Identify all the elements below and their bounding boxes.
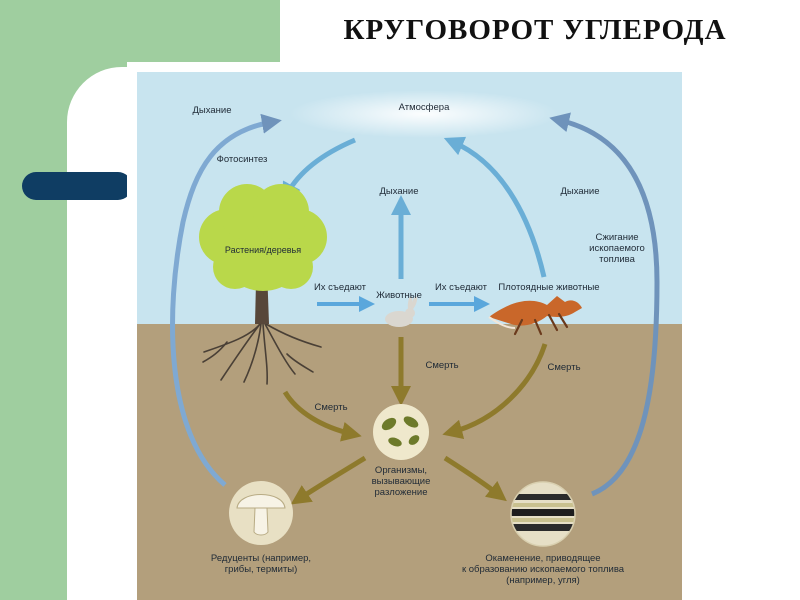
carbon-cycle-diagram: Атмосфера Дыхание Фотосинтез Дыхание Дых… <box>127 62 688 600</box>
plants-label: Растения/деревья <box>224 245 302 255</box>
decomposers-label: Организмы, вызывающие разложение <box>372 465 431 498</box>
respiration-animals-label: Дыхание <box>379 186 419 197</box>
atmosphere-label: Атмосфера <box>398 102 450 113</box>
carnivores-respiration-arrow <box>443 136 547 278</box>
fossilization-label: Окаменение, приводящее к образованию иск… <box>462 553 624 586</box>
photosynthesis-label: Фотосинтез <box>216 154 268 165</box>
reducers-line-2: грибы, термиты) <box>224 564 298 575</box>
slide-title: КРУГОВОРОТ УГЛЕРОДА <box>343 14 727 46</box>
fossil-circle-outline <box>510 481 576 547</box>
fox-figure <box>488 296 582 336</box>
decomposers-circle <box>373 404 429 460</box>
combustion-line-3: топлива <box>599 254 635 265</box>
atmosphere-cloud <box>289 90 559 138</box>
death-animals-label: Смерть <box>425 360 459 371</box>
to-reducers-arrow <box>290 455 367 505</box>
animals-label: Животные <box>376 290 422 301</box>
tree-crown <box>199 184 327 291</box>
combustion-line-1: Сжигание <box>595 232 639 243</box>
tree-roots <box>202 323 322 385</box>
combustion-line-2: ископаемого <box>589 243 645 254</box>
respiration-carnivores-label: Дыхание <box>560 186 600 197</box>
decomposers-icon <box>381 416 420 447</box>
plants-respiration-arrow <box>170 113 282 487</box>
combustion-label: Сжигание ископаемого топлива <box>589 232 645 265</box>
eaten-by-carnivores-label: Их съедают <box>434 282 488 293</box>
carnivores-label: Плотоядные животные <box>498 282 600 293</box>
death-plants-label: Смерть <box>314 402 348 413</box>
decomposers-line-2: вызывающие <box>371 476 431 487</box>
diagram-canvas <box>127 62 688 600</box>
fossil-fuel-layers-icon <box>511 482 575 546</box>
decomposers-line-3: разложение <box>374 487 428 498</box>
fossilization-line-3: (например, угля) <box>506 575 580 586</box>
reducers-label: Редуценты (например, грибы, термиты) <box>211 553 311 575</box>
combustion-arrow <box>549 112 660 497</box>
eaten-by-animals-label: Их съедают <box>313 282 367 293</box>
decomposers-line-1: Организмы, <box>374 465 428 476</box>
respiration-plants-label: Дыхание <box>192 105 232 116</box>
carnivores-death-arrow <box>442 343 548 440</box>
fossilization-line-2: к образованию ископаемого топлива <box>461 564 625 575</box>
decor-navy-bar <box>22 172 132 200</box>
reducers-line-1: Редуценты (например, <box>210 553 312 564</box>
fossilization-line-1: Окаменение, приводящее <box>485 553 601 564</box>
plants-death-arrow <box>282 390 362 442</box>
to-fossilization-arrow <box>443 455 507 502</box>
rabbit-figure <box>385 296 418 327</box>
mushroom-icon <box>236 494 286 536</box>
death-carnivores-label: Смерть <box>547 362 581 373</box>
